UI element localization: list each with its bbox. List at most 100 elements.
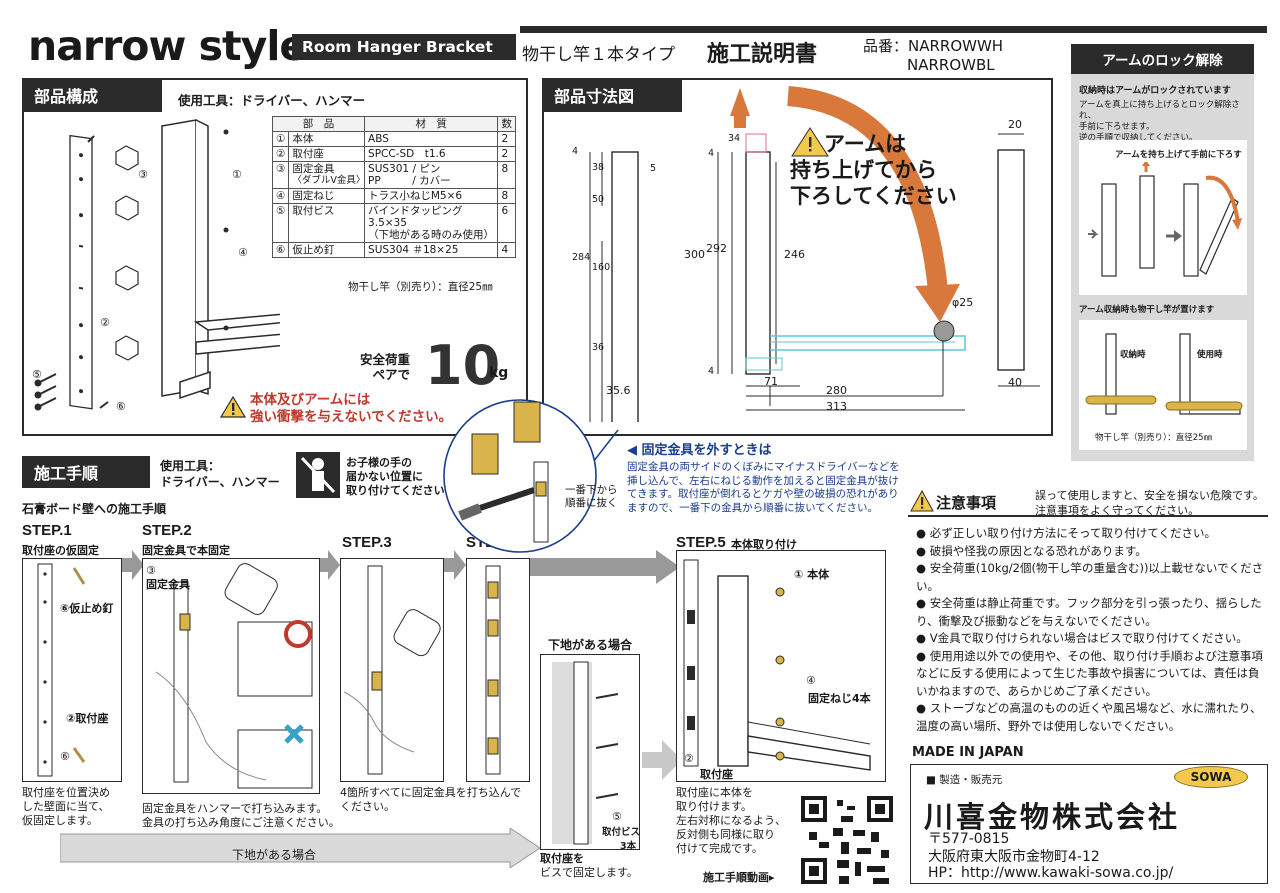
callout-1: ① (232, 168, 242, 181)
maker-website-link[interactable]: HP：http://www.kawaki-sowa.co.jp/ (928, 865, 1174, 881)
dim-4b: 4 (708, 148, 715, 159)
row-material-1: バインドタッピング3.5×35 (368, 205, 463, 229)
lock-rod-note: 物干し竿（別売り）：直径25㎜ (1095, 433, 1213, 443)
caution-title: 注意事項 (936, 494, 997, 512)
parts-panel (22, 78, 528, 436)
header-material: 材 質 (364, 116, 499, 132)
model-line-1: 品番：NARROWWH (863, 37, 1004, 55)
step1-cap-1: 取付座を位置決め (22, 786, 110, 799)
callout-3: ③ (138, 168, 148, 181)
base-cap-2: ビスで固定します。 (540, 866, 638, 879)
base-caption: 取付座を ビスで固定します。 (540, 852, 638, 880)
row-no: ⑤ (271, 203, 290, 243)
model-line-2: NARROWBL (907, 56, 995, 74)
caution-item: 安全荷重(10kg/2個(物干し竿の重量含む))以上載せないでください。 (916, 560, 1266, 595)
caution-lead-1: 誤って使用しますと、安全を損ない危険です。 (1035, 489, 1264, 502)
brand-title: narrow style (28, 22, 307, 70)
lock-title: アームのロック解除 (1071, 44, 1254, 74)
load-value: 10 (425, 334, 501, 397)
step-arrow-icon (444, 550, 466, 580)
child-note: お子様の手の 届かない位置に 取り付けてください (346, 456, 445, 498)
step3-caption: 4箇所すべてに固定金具を打ち込んで ください。 (340, 786, 521, 814)
row-part: 取付ビス (288, 203, 366, 243)
maker-name: 川喜金物株式会社 (924, 800, 1181, 834)
row-no: ② (271, 146, 290, 162)
dimension-drawing (589, 86, 1040, 422)
table-row: ② 取付座 SPCC-SD t1.6 2 (271, 146, 516, 162)
stored-label: 収納時 (1120, 350, 1146, 360)
row-part: 仮止め釘 (288, 242, 366, 258)
dim-71: 71 (764, 375, 778, 388)
row-qty: 8 (497, 188, 516, 204)
dim-20: 20 (1008, 118, 1022, 131)
step3-illustration (344, 565, 441, 775)
step2-sub: 固定金具で本固定 (142, 544, 230, 557)
qr-code[interactable] (797, 792, 897, 888)
load-label-1: 安全荷重 (360, 352, 411, 367)
video-link[interactable]: 施工手順動画▸ (703, 871, 775, 884)
row-material-2: （下地がある時のみ使用） (368, 229, 495, 241)
step5-cap-2: 取り付けます。 (676, 800, 752, 813)
maker-address: 大阪府東大阪市金物町4-12 (928, 849, 1100, 865)
step5-sub: 本体取り付け (731, 538, 797, 551)
callout-4: ④ (238, 246, 248, 259)
made-in: MADE IN JAPAN (912, 745, 1024, 760)
row-material: SPCC-SD t1.6 (364, 146, 499, 162)
row-no: ③ (271, 161, 290, 189)
step1-sub: 取付座の仮固定 (22, 544, 99, 557)
dim-4a: 4 (572, 146, 579, 157)
child-note-1: お子様の手の (346, 456, 412, 469)
dim-5: 5 (650, 163, 657, 174)
model-number: 品番：NARROWWH NARROWBL (863, 37, 1003, 75)
base-case-title: 下地がある場合 (548, 638, 633, 652)
step5-cap-4: 反対側も同様に取り (676, 828, 775, 841)
impact-warning-2: 強い衝撃を与えないでください。 (250, 409, 453, 425)
table-row: ④ 固定ねじ トラス小ねじM5×6 8 (271, 188, 516, 204)
row-qty: 6 (497, 203, 516, 243)
steps-tools: 使用工具： ドライバー、ハンマー (160, 458, 280, 490)
row-qty: 2 (497, 131, 516, 147)
lock-description: アームを真上に持ち上げるとロック解除され、 手前に下ろせます。 逆の手順で収納し… (1079, 100, 1249, 144)
step3-label: STEP.3 (342, 534, 392, 551)
step2-label: STEP.2 (142, 522, 192, 539)
load-unit: kg (489, 365, 509, 381)
step5-cap-3: 左右対称になるよう、 (676, 814, 786, 827)
row-material-1: SUS301 / ピン (368, 163, 441, 175)
dim-292: 292 (706, 242, 727, 255)
step5-cap-5: 付けて完成です。 (676, 842, 763, 855)
removal-body: 固定金具の両サイドのくぼみにマイナスドライバーなどを挿し込んで、左右にねじる動作… (627, 461, 900, 514)
dim-280: 280 (826, 384, 847, 397)
parts-illustration (34, 119, 280, 411)
load-label-2: ペアで (372, 367, 411, 382)
row-material: トラス小ねじM5×6 (364, 188, 499, 204)
impact-warning: 本体及びアームには 強い衝撃を与えないでください。 (250, 392, 452, 426)
step5-callout-4-label: 固定ねじ4本 (808, 692, 871, 705)
step1-caption: 取付座を位置決め した壁面に当て、 仮固定します。 (22, 786, 110, 828)
wall-type: 石膏ボード壁への施工手順 (22, 502, 167, 516)
step2-caption: 固定金具をハンマーで打ち込みます。 金具の打ち込み角度にご注意ください。 (142, 802, 340, 830)
row-qty: 8 (497, 161, 516, 189)
step5-callout-2-label: 取付座 (700, 768, 733, 781)
row-no: ① (271, 131, 290, 147)
caution-item: V金具で取り付けられない場合はビスで取り付けてください。 (916, 630, 1266, 648)
lock-box-caption: アームを持ち上げて手前に下ろす (1115, 150, 1242, 160)
step-arrow-icon (318, 550, 340, 580)
step4-illustration (485, 565, 501, 775)
row-no: ④ (271, 188, 290, 204)
row-material-2: PP / カバー (368, 175, 451, 187)
callout-5: ⑤ (32, 368, 42, 381)
step1-callout-6a: ⑥仮止め釘 (60, 602, 114, 615)
dim-40: 40 (1008, 376, 1022, 389)
lock-head-2: アーム収納時も物干し竿が置けます (1079, 305, 1215, 315)
base-case-note: 下地がある場合 (232, 848, 317, 862)
dim-34: 34 (728, 133, 741, 144)
step2-illustration (155, 563, 313, 789)
caution-item: 破損や怪我の原因となる恐れがあります。 (916, 543, 1266, 561)
step-arrow-icon (122, 550, 144, 580)
dim-284: 284 (572, 252, 591, 263)
caution-item: 必ず正しい取り付け方法にそって取り付けてください。 (916, 525, 1266, 543)
step1-callout-6b: ⑥ (60, 750, 70, 763)
rod-note: 物干し竿（別売り）：直径25㎜ (348, 281, 493, 293)
